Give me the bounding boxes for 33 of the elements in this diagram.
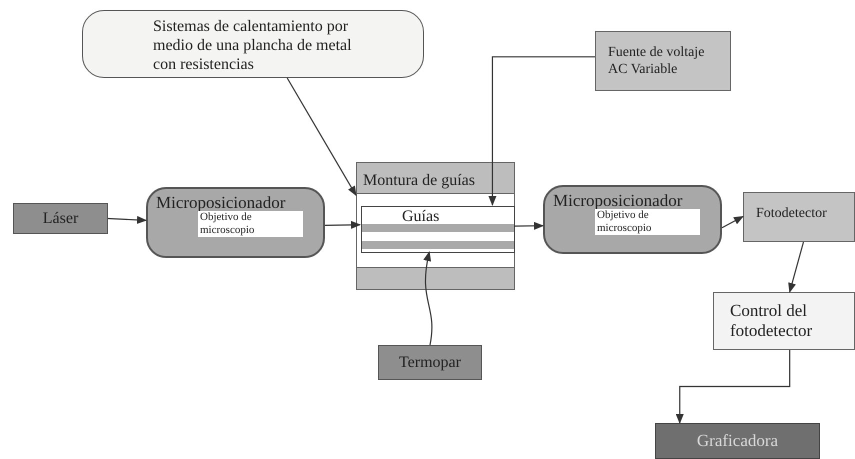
arrow (722, 216, 744, 228)
process-box (713, 292, 855, 350)
node-label: Microposicionador (553, 191, 684, 210)
rounded-box (146, 187, 325, 258)
arrow (286, 78, 357, 196)
node-label: Control del fotodetector (730, 301, 812, 340)
process-box (743, 192, 855, 242)
node-label: Termopar (399, 352, 461, 372)
node-label: Montura de guías (363, 171, 475, 191)
process-box (378, 345, 482, 380)
objective-label: Objetivo de microscopio (198, 211, 303, 237)
node-label: Fotodetector (756, 206, 827, 221)
mount-box (356, 162, 515, 290)
arrow (424, 251, 432, 346)
arrow (108, 216, 147, 224)
arrow (514, 222, 544, 230)
process-box (655, 423, 820, 459)
objective-label: Objetivo de microscopio (595, 209, 700, 235)
node-label: Fuente de voltaje AC Variable (608, 45, 704, 77)
arrow (676, 350, 790, 424)
arrow (788, 242, 804, 293)
node-label: Guías (402, 207, 440, 227)
arrow (324, 220, 361, 229)
note-box (82, 10, 424, 78)
process-box (13, 203, 108, 234)
node-label: Sistemas de calentamiento por medio de una plancha de metal con resistencias (153, 18, 352, 73)
node-label: Microposicionador (156, 193, 286, 212)
guide-box (361, 206, 515, 253)
process-box (595, 31, 731, 91)
node-label: Láser (42, 208, 78, 228)
node-label: Graficadora (696, 430, 778, 452)
arrow (488, 56, 595, 206)
rounded-box (543, 185, 722, 254)
